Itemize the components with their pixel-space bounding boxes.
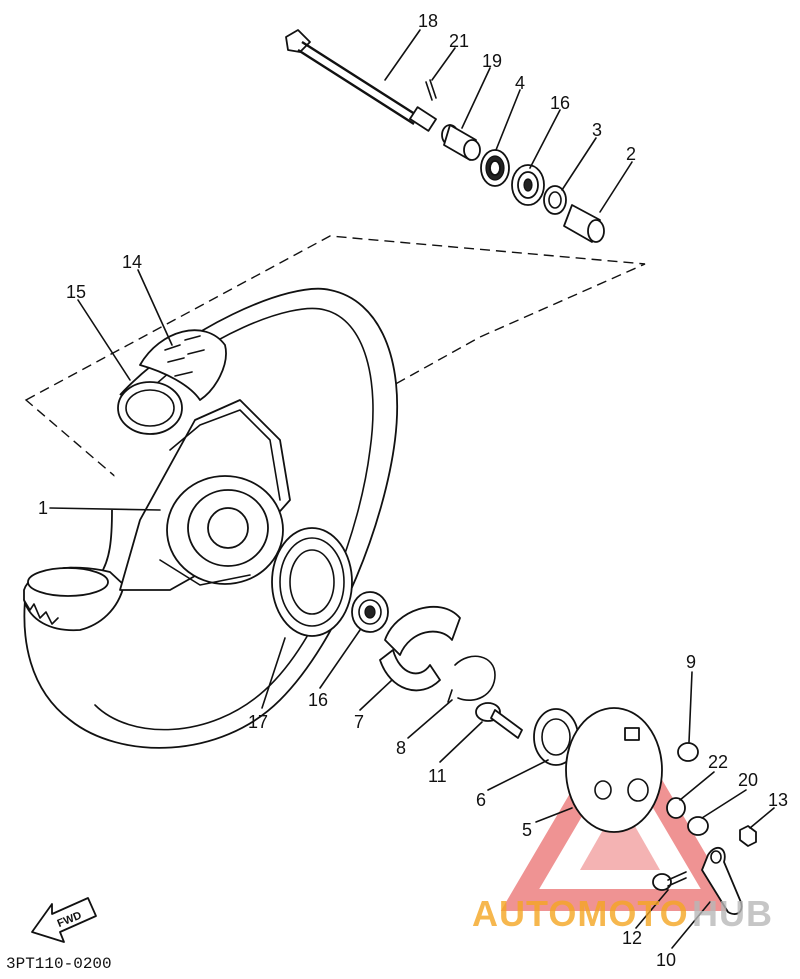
- part-label: 12: [622, 928, 642, 948]
- part-label: 22: [708, 752, 728, 772]
- wheel-hub: [119, 399, 291, 591]
- brake-drum: [271, 527, 353, 637]
- cotter-pin: [425, 79, 437, 101]
- leader-lines: [49, 29, 775, 949]
- part-label: 15: [66, 282, 86, 302]
- inner-tube: [117, 329, 227, 435]
- part-label: 1: [38, 498, 48, 518]
- axle-bolt: [285, 29, 437, 132]
- part-label: 21: [449, 31, 469, 51]
- watermark-text-primary: AUTOMOTO: [472, 893, 689, 934]
- part-label: 14: [122, 252, 142, 272]
- bolt-12: [652, 871, 687, 891]
- watermark: AUTOMOTO HUB: [472, 893, 773, 934]
- part-label: 2: [626, 144, 636, 164]
- nut-9: [677, 742, 699, 762]
- part-label: 5: [522, 820, 532, 840]
- part-label: 16: [308, 690, 328, 710]
- part-label: 19: [482, 51, 502, 71]
- part-label: 6: [476, 790, 486, 810]
- tire-section: [23, 566, 125, 632]
- bearing-16-top: [511, 164, 545, 206]
- spring: [447, 655, 496, 703]
- diagram-code: 3PT110-0200: [6, 955, 112, 973]
- part-label: 11: [428, 766, 447, 786]
- brake-cam: [475, 702, 523, 739]
- collar-2: [563, 204, 605, 243]
- cam-lever: [701, 846, 743, 915]
- part-label: 9: [686, 652, 696, 672]
- forward-arrow: FWD: [31, 897, 97, 943]
- part-label: 18: [418, 11, 438, 31]
- brake-shoe: [379, 605, 461, 692]
- part-label: 16: [550, 93, 570, 113]
- bearing-4: [480, 149, 510, 187]
- part-label: 20: [738, 770, 758, 790]
- part-label: 13: [768, 790, 788, 810]
- part-label: 4: [515, 73, 525, 93]
- nut-13: [739, 825, 757, 847]
- brake-plate: [565, 707, 663, 833]
- oil-seal-3: [543, 185, 567, 215]
- bearing-16-bottom: [351, 591, 389, 633]
- part-label: 10: [656, 950, 676, 970]
- part-labels: 18 21 19 4 16 3 2 14 15 1 16 17 7 8 11 6…: [38, 11, 788, 970]
- part-label: 3: [592, 120, 602, 140]
- watermark-text-secondary: HUB: [692, 893, 773, 934]
- washer-22: [666, 797, 686, 819]
- part-label: 7: [354, 712, 364, 732]
- nut-20: [687, 816, 709, 836]
- part-label: 8: [396, 738, 406, 758]
- part-label: 17: [248, 712, 268, 732]
- spacer-collar: [441, 124, 481, 161]
